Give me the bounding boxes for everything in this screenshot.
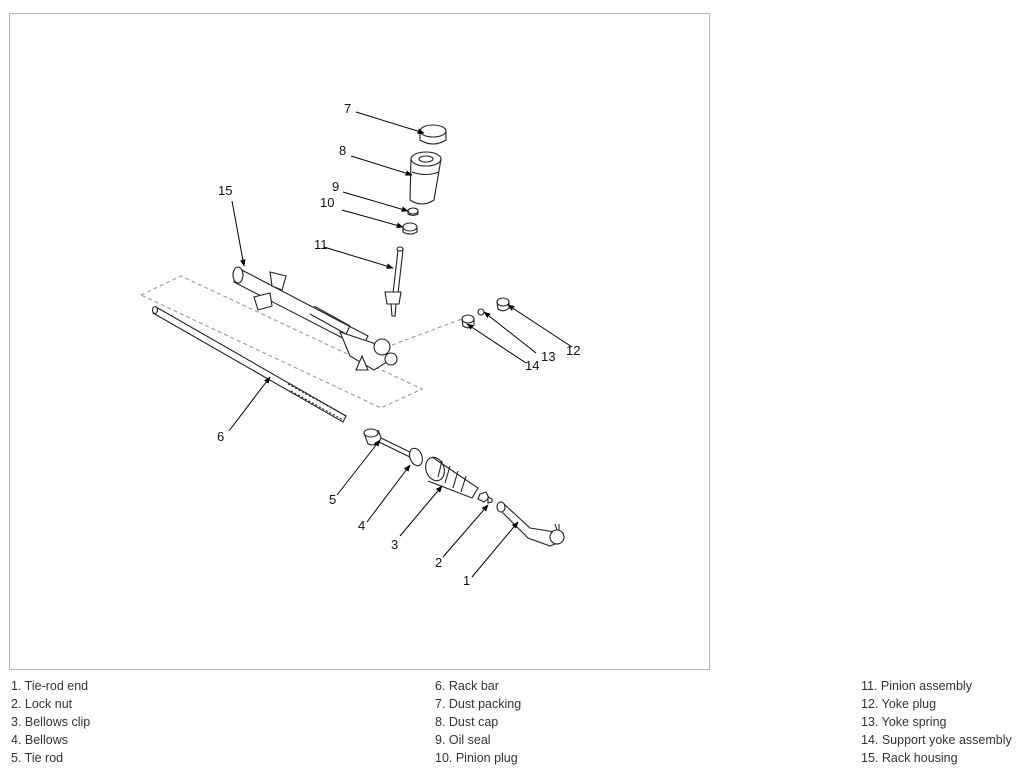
rack-bar-part (151, 305, 347, 423)
callout-7: 7 (344, 101, 351, 116)
legend-item: 11. Pinion assembly (861, 679, 972, 693)
callout-2: 2 (435, 555, 442, 570)
legend-item: 5. Tie rod (11, 751, 64, 765)
bellows-clip-part (409, 447, 423, 467)
legend-item: 6. Rack bar (435, 679, 499, 693)
legend-item: 9. Oil seal (435, 733, 491, 747)
assembly-outline (139, 275, 424, 409)
yoke-plug-part (496, 297, 510, 312)
lock-nut-part (477, 491, 493, 504)
legend-item: 4. Bellows (11, 733, 68, 747)
legend-item: 15. Rack housing (861, 751, 958, 765)
legend-item: 14. Support yoke assembly (861, 733, 1012, 747)
support-yoke-part (461, 314, 475, 329)
callout-12: 12 (566, 343, 580, 358)
callout-13: 13 (541, 349, 555, 364)
callout-15: 15 (218, 183, 232, 198)
callout-8: 8 (339, 143, 346, 158)
legend-item: 8. Dust cap (435, 715, 499, 729)
callout-1: 1 (463, 573, 470, 588)
callout-11: 11 (314, 237, 328, 252)
leader-lines (228, 111, 573, 578)
callout-6: 6 (217, 429, 224, 444)
tie-rod-end-part (496, 501, 565, 547)
legend-column-2: 6. Rack bar 7. Dust packing 8. Dust cap … (435, 677, 521, 767)
steering-gear-drawing: 7 8 9 10 11 15 12 13 14 6 5 4 3 2 1 (139, 101, 580, 588)
bellows-part (425, 456, 479, 499)
callout-3: 3 (391, 537, 398, 552)
legend-column-3: 11. Pinion assembly 12. Yoke plug 13. Yo… (861, 677, 1012, 767)
legend-item: 3. Bellows clip (11, 715, 91, 729)
dust-cap-part (409, 151, 442, 205)
callout-5: 5 (329, 492, 336, 507)
callout-9: 9 (332, 179, 339, 194)
callout-4: 4 (358, 518, 365, 533)
legend-item: 7. Dust packing (435, 697, 522, 711)
legend-item: 12. Yoke plug (861, 697, 937, 711)
callout-14: 14 (525, 358, 539, 373)
pinion-plug-part (402, 222, 418, 235)
yoke-spring-part (477, 308, 485, 316)
exploded-diagram: 7 8 9 10 11 15 12 13 14 6 5 4 3 2 1 (9, 13, 710, 670)
rack-housing-part (232, 266, 398, 371)
legend-item: 2. Lock nut (11, 697, 73, 711)
callout-10: 10 (320, 195, 334, 210)
dust-packing-part (419, 124, 447, 145)
legend-item: 10. Pinion plug (435, 751, 518, 765)
legend-column-1: 1. Tie-rod end 2. Lock nut 3. Bellows cl… (11, 677, 90, 767)
legend-item: 13. Yoke spring (861, 715, 947, 729)
oil-seal-part (407, 207, 419, 217)
pinion-assembly-part (384, 246, 404, 317)
tie-rod-part (363, 428, 415, 459)
legend-item: 1. Tie-rod end (11, 679, 89, 693)
